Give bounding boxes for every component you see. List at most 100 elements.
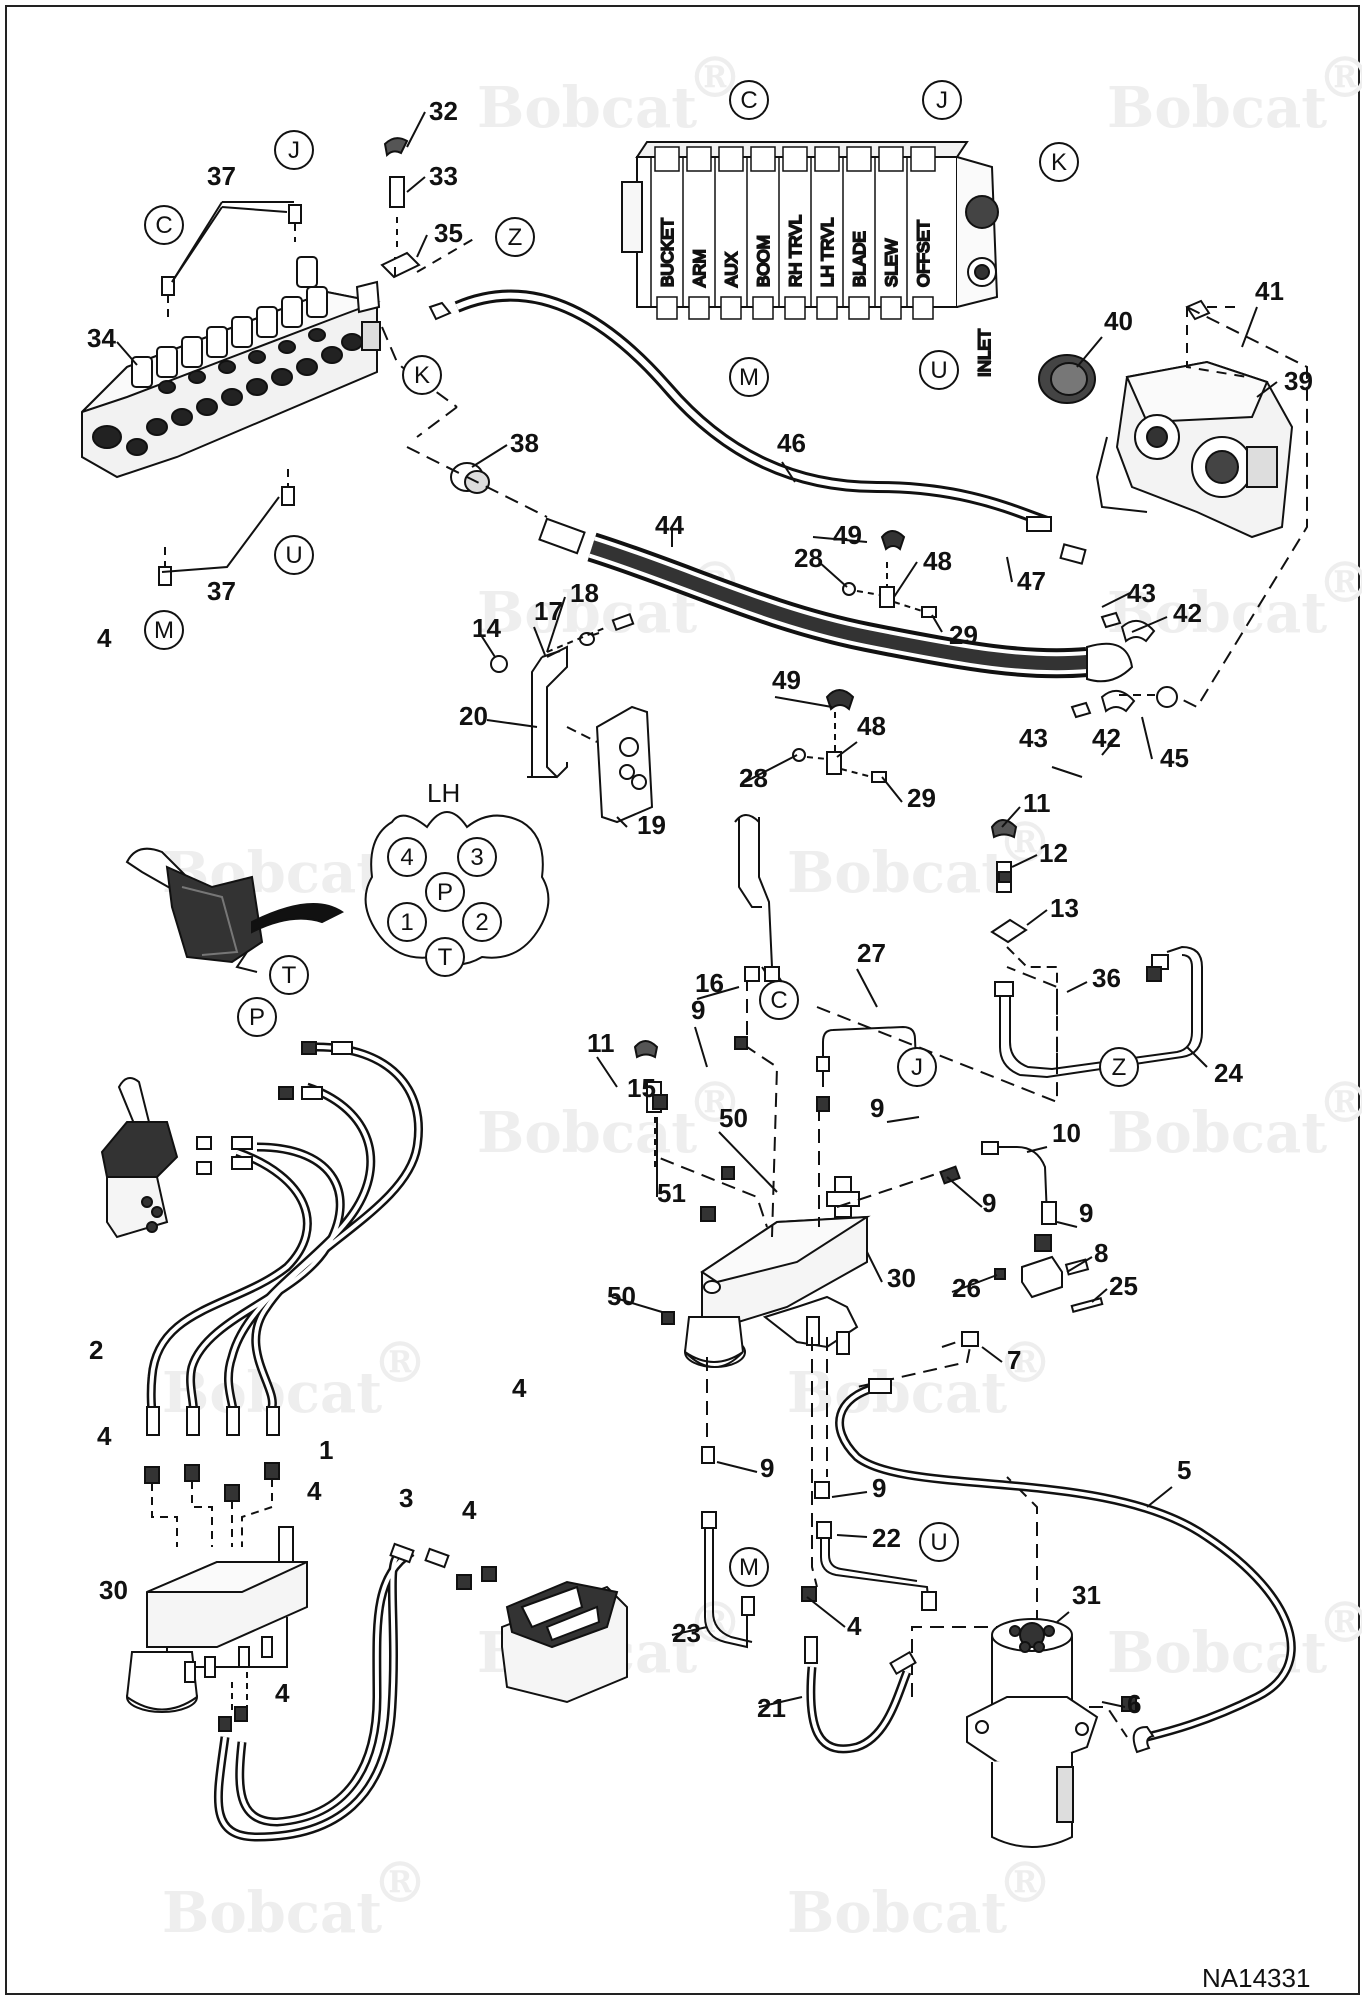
port-label: 2 [475, 909, 488, 936]
port-label: 4 [400, 844, 413, 871]
watermark-registered-mark: ® [997, 1330, 1053, 1396]
diagram-frame: Bobcat®Bobcat®Bobcat®Bobcat®Bobcat®Bobca… [5, 5, 1362, 1995]
callout-number: 25 [1109, 1271, 1138, 1301]
hose-5 [835, 1378, 1296, 1754]
connection-marker-circle [759, 980, 799, 1020]
callout-number: 14 [472, 613, 501, 643]
connection-marker-circle [144, 205, 184, 245]
callout-number: 9 [870, 1093, 884, 1123]
valve-spool-label: LH TRVL [818, 218, 837, 287]
watermark-registered-mark: ® [1317, 45, 1362, 111]
lower-pilot-fittings [144, 1406, 280, 1547]
swivel-31 [966, 1618, 1099, 1848]
connection-marker-circle [919, 1522, 959, 1562]
connection-marker-circle [269, 955, 309, 995]
watermark-registered-mark: ® [372, 1330, 428, 1396]
callout-number: 30 [887, 1263, 916, 1293]
watermark-text: Bobcat [787, 1880, 1007, 1946]
callout-number: 37 [207, 161, 236, 191]
pump-dashed-box [1176, 306, 1308, 709]
connection-marker-label: P [249, 1004, 265, 1031]
callout-number: 5 [1177, 1455, 1191, 1485]
port-label: 3 [470, 844, 483, 871]
callout-number: 4 [847, 1611, 862, 1641]
bracket-assembly [490, 612, 654, 824]
callout-number: 7 [1007, 1345, 1021, 1375]
callout-number: 50 [607, 1281, 636, 1311]
hose-46 [428, 289, 1052, 532]
callout-number: 15 [627, 1073, 656, 1103]
connection-marker-label: J [911, 1054, 923, 1081]
callout-number: 21 [757, 1693, 786, 1723]
watermark-registered-mark: ® [997, 1850, 1053, 1916]
callout-number: 30 [99, 1575, 128, 1605]
connection-marker-label: J [288, 137, 300, 164]
pilot-hoses-left [146, 1042, 423, 1420]
watermark-text: Bobcat [1107, 75, 1327, 141]
callout-number: 48 [857, 711, 886, 741]
main-control-valve [81, 256, 381, 479]
callout-number: 4 [462, 1495, 477, 1525]
callout-number: 12 [1039, 838, 1068, 868]
connection-marker-circle [144, 610, 184, 650]
valve-spool-label: BOOM [754, 235, 773, 287]
callout-number: 17 [534, 596, 563, 626]
callout-number: 28 [794, 543, 823, 573]
connection-marker-circle [729, 80, 769, 120]
callout-number: 9 [1079, 1198, 1093, 1228]
callout-number: 10 [1052, 1118, 1081, 1148]
connection-markers: CJKZMUCJKZUMCJZMUTP [144, 80, 1139, 1587]
clamp-48-upper [842, 530, 937, 618]
callout-number: 47 [1017, 566, 1046, 596]
connection-marker-circle [402, 355, 442, 395]
callout-number: 22 [872, 1523, 901, 1553]
connection-marker-label: J [936, 87, 948, 114]
callout-number: 50 [719, 1103, 748, 1133]
callout-number: 32 [429, 96, 458, 126]
fitting-38 [406, 446, 548, 518]
callout-number: 20 [459, 701, 488, 731]
callout-number: 4 [275, 1678, 290, 1708]
callout-number: 51 [657, 1178, 686, 1208]
callout-number: 2 [89, 1335, 103, 1365]
callout-number: 29 [949, 620, 978, 650]
callout-number: 34 [87, 323, 116, 353]
connection-marker-label: C [740, 87, 757, 114]
callout-number: 4 [307, 1476, 322, 1506]
callout-number: 16 [695, 968, 724, 998]
port-diagram-title: LH [427, 778, 460, 808]
hose-21 [806, 1650, 917, 1754]
port-label: T [438, 944, 453, 971]
diagram-code: NA14331 [1202, 1963, 1310, 1993]
connection-marker-label: U [930, 1529, 947, 1556]
lower-center-lines [701, 1446, 937, 1664]
callout-number: 46 [777, 428, 806, 458]
callout-number: 38 [510, 428, 539, 458]
connection-marker-circle [729, 357, 769, 397]
rh-joystick [100, 1077, 179, 1239]
callout-number: 33 [429, 161, 458, 191]
connection-marker-circle [1099, 1047, 1139, 1087]
callout-number: 18 [570, 578, 599, 608]
watermark-text: Bobcat [477, 75, 697, 141]
callout-number: 24 [1214, 1058, 1243, 1088]
callout-number: 9 [760, 1453, 774, 1483]
callout-number: 26 [952, 1273, 981, 1303]
port-circle [457, 837, 497, 877]
connection-marker-label: K [414, 362, 430, 389]
watermark-registered-mark: ® [687, 1070, 743, 1136]
callout-number: 4 [97, 623, 112, 653]
callout-number: 11 [587, 1028, 615, 1058]
connection-marker-label: Z [1112, 1054, 1127, 1081]
callout-number: 37 [207, 576, 236, 606]
connection-marker-label: C [770, 987, 787, 1014]
valve-spool-label: ARM [690, 249, 709, 287]
watermark-text: Bobcat [1107, 1100, 1327, 1166]
hydraulic-parts-diagram: Bobcat®Bobcat®Bobcat®Bobcat®Bobcat®Bobca… [81, 45, 1362, 1993]
watermark-text: Bobcat [162, 1880, 382, 1946]
callout-number: 6 [1127, 1689, 1141, 1719]
connection-marker-label: K [1051, 149, 1067, 176]
callout-number: 45 [1160, 743, 1189, 773]
port-circle [387, 837, 427, 877]
valve-spool-label: SLEW [882, 239, 901, 287]
